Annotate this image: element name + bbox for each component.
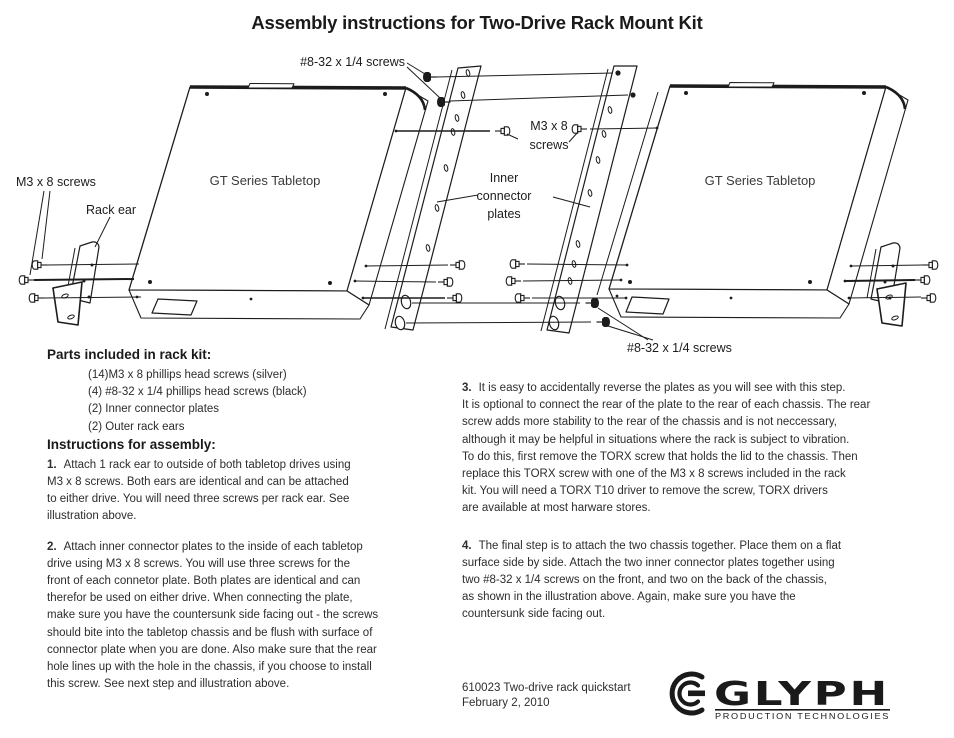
label-inner-2: connector	[477, 189, 532, 203]
chassis-right: GT Series Tabletop	[596, 82, 909, 319]
label-832-bottom: #8-32 x 1/4 screws	[627, 341, 732, 355]
step-4-text: The final step is to attach the two chas…	[462, 539, 842, 621]
instructions-heading: Instructions for assembly:	[47, 436, 216, 452]
step-3-number: 3.	[462, 382, 472, 394]
step-4-number: 4.	[462, 539, 472, 552]
label-m3-mid-2: screws	[530, 138, 569, 152]
parts-list: (14)M3 x 8 phillips head screws (silver)…	[88, 367, 453, 436]
document-info: 610023 Two-drive rack quickstart Februar…	[462, 682, 631, 709]
glyph-logo: GLYPH PRODUCTION TECHNOLOGIES	[662, 669, 894, 721]
inner-connector-plate-1	[384, 65, 482, 332]
assembly-diagram: GT Series Tabletop GT Seri	[16, 55, 939, 355]
glyph-logo-subtext: PRODUCTION TECHNOLOGIES	[715, 712, 890, 721]
assembly-lines	[33, 72, 924, 324]
chassis-left-label: GT Series Tabletop	[210, 173, 321, 188]
parts-item: (4) #8-32 x 1/4 phillips head screws (bl…	[88, 386, 307, 399]
label-inner-1: Inner	[490, 171, 519, 185]
label-m3-left: M3 x 8 screws	[16, 175, 96, 189]
parts-item: (2) Inner connector plates	[88, 403, 220, 416]
rack-ear-right	[866, 242, 907, 327]
label-m3-mid-1: M3 x 8	[530, 119, 568, 133]
inner-connector-plate-2	[540, 65, 638, 334]
step-2: 2.Attach inner connector plates to the i…	[47, 539, 453, 694]
logo-rule	[715, 709, 890, 711]
step-2-number: 2.	[47, 540, 57, 553]
parts-heading: Parts included in rack kit:	[47, 347, 212, 362]
rack-ear-left	[52, 241, 100, 326]
label-rack-ear: Rack ear	[86, 203, 136, 217]
glyph-logo-text: GLYPH	[714, 674, 890, 713]
step-1: 1.Attach 1 rack ear to outside of both t…	[47, 457, 453, 526]
chassis-left: GT Series Tabletop	[128, 83, 429, 320]
parts-item: (2) Outer rack ears	[88, 420, 185, 433]
step-3: 3.It is easy to accidentally reverse the…	[462, 380, 937, 518]
left-column: Parts included in rack kit: (14)M3 x 8 p…	[47, 346, 453, 706]
step-2-text: Attach inner connector plates to the ins…	[47, 540, 379, 691]
right-column: 3.It is easy to accidentally reverse the…	[462, 380, 937, 637]
step-4: 4.The final step is to attach the two ch…	[462, 538, 937, 624]
page-title: Assembly instructions for Two-Drive Rack…	[251, 12, 703, 33]
label-inner-3: plates	[487, 207, 520, 221]
step-1-text: Attach 1 rack ear to outside of both tab…	[47, 458, 351, 523]
label-832-top: #8-32 x 1/4 screws	[300, 55, 405, 69]
chassis-right-label: GT Series Tabletop	[705, 173, 816, 188]
diagram-labels: #8-32 x 1/4 screws M3 x 8 screws Rack ea…	[16, 55, 732, 355]
step-1-number: 1.	[47, 458, 57, 471]
glyph-g-emblem-icon	[669, 671, 705, 716]
parts-item: (14)M3 x 8 phillips head screws (silver)	[88, 369, 287, 381]
step-3-text: It is easy to accidentally reverse the p…	[462, 382, 871, 515]
